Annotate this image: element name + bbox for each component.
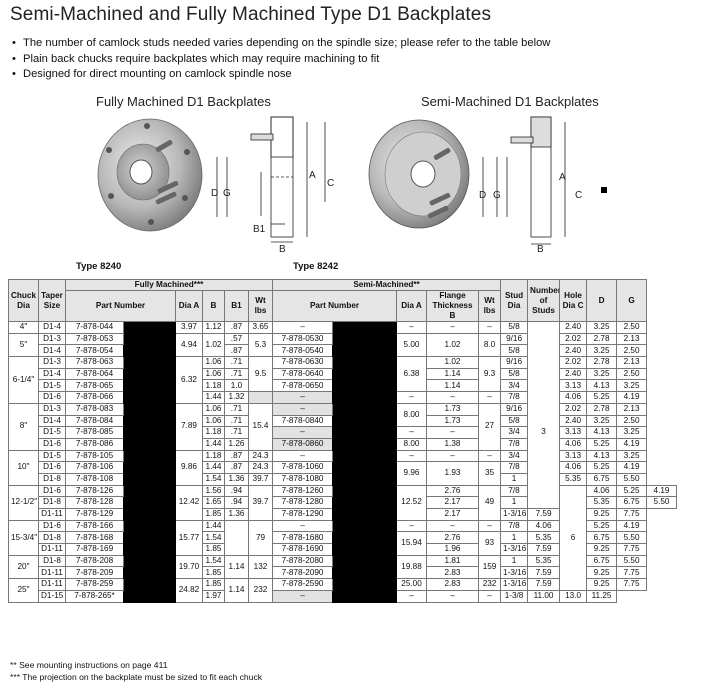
table-row: 10" D1-5 7-878-105 9.86 1.18 .87 24.3 – … (8, 449, 677, 486)
col-fully-b1: B1 (224, 290, 249, 322)
page-title: Semi-Machined and Fully Machined Type D1… (10, 4, 492, 25)
backplate-photo (97, 118, 203, 232)
redacted-cell (332, 356, 398, 404)
table-body: 4" D1-4 7-878-044 3.97 1.12 .87 3.65 – –… (8, 321, 677, 603)
col-stud-dia: Stud Dia (500, 279, 529, 322)
studs-6: 6 (559, 485, 588, 591)
table-row: 5" D1-3 7-878-053 4.94 1.02 .57 5.3 7-87… (8, 332, 677, 358)
redacted-cell (332, 332, 398, 358)
table-row: D1-6 7-878-086 1.44 1.26 7-878-0860 8.00… (9, 437, 677, 451)
table-row: D1-6 7-878-106 1.44 .87 24.3 7-878-1060 … (9, 461, 677, 486)
footnote: ** See mounting instructions on page 411 (10, 660, 168, 670)
dim-label-g: G (223, 188, 231, 199)
col-fully-b: B (202, 290, 225, 322)
redacted-cell (123, 484, 176, 521)
group-fully-machined: Fully Machined*** (64, 279, 274, 291)
redacted-cell (332, 321, 398, 334)
type-8242-label: Type 8242 (293, 261, 339, 272)
col-taper-size: Taper Size (38, 279, 66, 322)
table-row: 8" D1-3 7-878-083 7.89 1.06 .71 15.4 – 8… (8, 402, 677, 451)
redacted-cell (123, 356, 176, 404)
col-chuck-dia: Chuck Dia (8, 279, 39, 322)
col-hole-dia: Hole Dia C (559, 279, 588, 322)
dim-label-b1: B1 (253, 224, 266, 235)
redacted-cell (123, 321, 176, 334)
redacted-cell (332, 519, 398, 556)
redacted-cell (332, 402, 398, 451)
redacted-cell (123, 519, 176, 556)
table-row: D1-8 7-878-168 1.54 7-878-1680 15.94 2.7… (9, 531, 677, 556)
bullet-item: Designed for direct mounting on camlock … (12, 67, 550, 83)
semi-machined-caption: Semi-Machined D1 Backplates (421, 94, 599, 109)
col-d: D (586, 279, 618, 322)
table-row: D1-11 7-878-129 1.85 1.36 7-878-1290 2.1… (9, 508, 677, 521)
table-row: D1-11 7-878-169 1.85 7-878-1690 1.96 1-3… (9, 543, 677, 556)
group-semi-machined: Semi-Machined** (272, 279, 502, 291)
table-row: D1-8 7-878-108 1.54 1.36 39.7 7-878-1080… (9, 472, 677, 486)
col-number-of-studs: Number of Studs (527, 279, 561, 322)
table-row: 12-1/2" D1-6 7-878-126 12.42 1.56 .94 39… (8, 484, 677, 591)
col-semi-wt: Wt lbs (478, 290, 502, 322)
dim-label-g: G (493, 190, 501, 201)
col-semi-dia-a: Dia A (396, 290, 428, 322)
table-row: D1-11 7-878-209 1.85 7-878-2090 2.83 1-3… (9, 566, 677, 580)
fully-machined-caption: Fully Machined D1 Backplates (96, 94, 271, 109)
col-semi-flange: Flange Thickness B (426, 290, 480, 322)
backplate-photo (368, 119, 470, 229)
redacted-cell (123, 332, 176, 358)
dim-label-a: A (309, 170, 316, 181)
marker-square (601, 187, 607, 193)
type-8240-label: Type 8240 (76, 261, 122, 272)
table-row: 25" D1-11 7-878-259 24.82 1.85 1.14 232 … (8, 578, 677, 603)
dim-label-c: C (327, 178, 334, 189)
redacted-cell (123, 554, 176, 580)
col-fully-dia-a: Dia A (175, 290, 203, 322)
col-fully-part-number: Part Number (65, 290, 176, 322)
dim-label-c: C (575, 190, 582, 201)
table-row: 20" D1-8 7-878-208 19.70 1.54 1.14 132 7… (8, 554, 677, 580)
table-row: D1-8 7-878-128 1.65 .94 7-878-1280 2.17 … (9, 496, 677, 509)
redacted-cell (332, 554, 398, 580)
table-row: 6-1/4" D1-3 7-878-063 6.32 1.06 .71 9.5 … (8, 356, 677, 509)
table-row: D1-15 7-878-265* 1.97 – – – – 1-3/8 11.0… (9, 589, 677, 603)
dim-label-a: A (559, 172, 566, 183)
fully-machined-backplate-figure: D G A C B1 B (97, 116, 334, 255)
table-row: 15-3/4" D1-6 7-878-166 15.77 1.44 79 – –… (8, 519, 677, 556)
col-g: G (616, 279, 648, 322)
redacted-cell (123, 449, 176, 486)
backplate-spec-table: Chuck Dia Taper Size Fully Machined*** S… (8, 279, 677, 603)
footnote: *** The projection on the backplate must… (10, 672, 263, 682)
redacted-cell (123, 578, 176, 603)
footnotes: ** See mounting instructions on page 411… (10, 659, 262, 683)
redacted-cell (332, 484, 398, 521)
table-row: D1-5 7-878-065 1.18 1.0 7-878-0650 1.14 … (9, 379, 677, 393)
table-row: 4" D1-4 7-878-044 3.97 1.12 .87 3.65 – –… (8, 321, 677, 334)
semi-machined-backplate-figure: D G A C B (368, 116, 582, 255)
col-fully-wt: Wt lbs (247, 290, 274, 322)
dim-label-b: B (279, 244, 286, 255)
dim-label-d: D (479, 190, 486, 201)
redacted-cell (123, 402, 176, 451)
studs-3: 3 (527, 356, 561, 509)
backplate-drawing (216, 116, 326, 243)
feature-list: The number of camlock studs needed varie… (12, 36, 550, 83)
col-semi-part-number: Part Number (272, 290, 398, 322)
redacted-cell (332, 578, 398, 603)
dim-label-d: D (211, 188, 218, 199)
backplate-drawing (482, 116, 566, 245)
bullet-item: Plain back chucks require backplates whi… (12, 52, 550, 68)
dim-label-b: B (537, 244, 544, 255)
redacted-cell (332, 449, 398, 486)
bullet-item: The number of camlock studs needed varie… (12, 36, 550, 52)
